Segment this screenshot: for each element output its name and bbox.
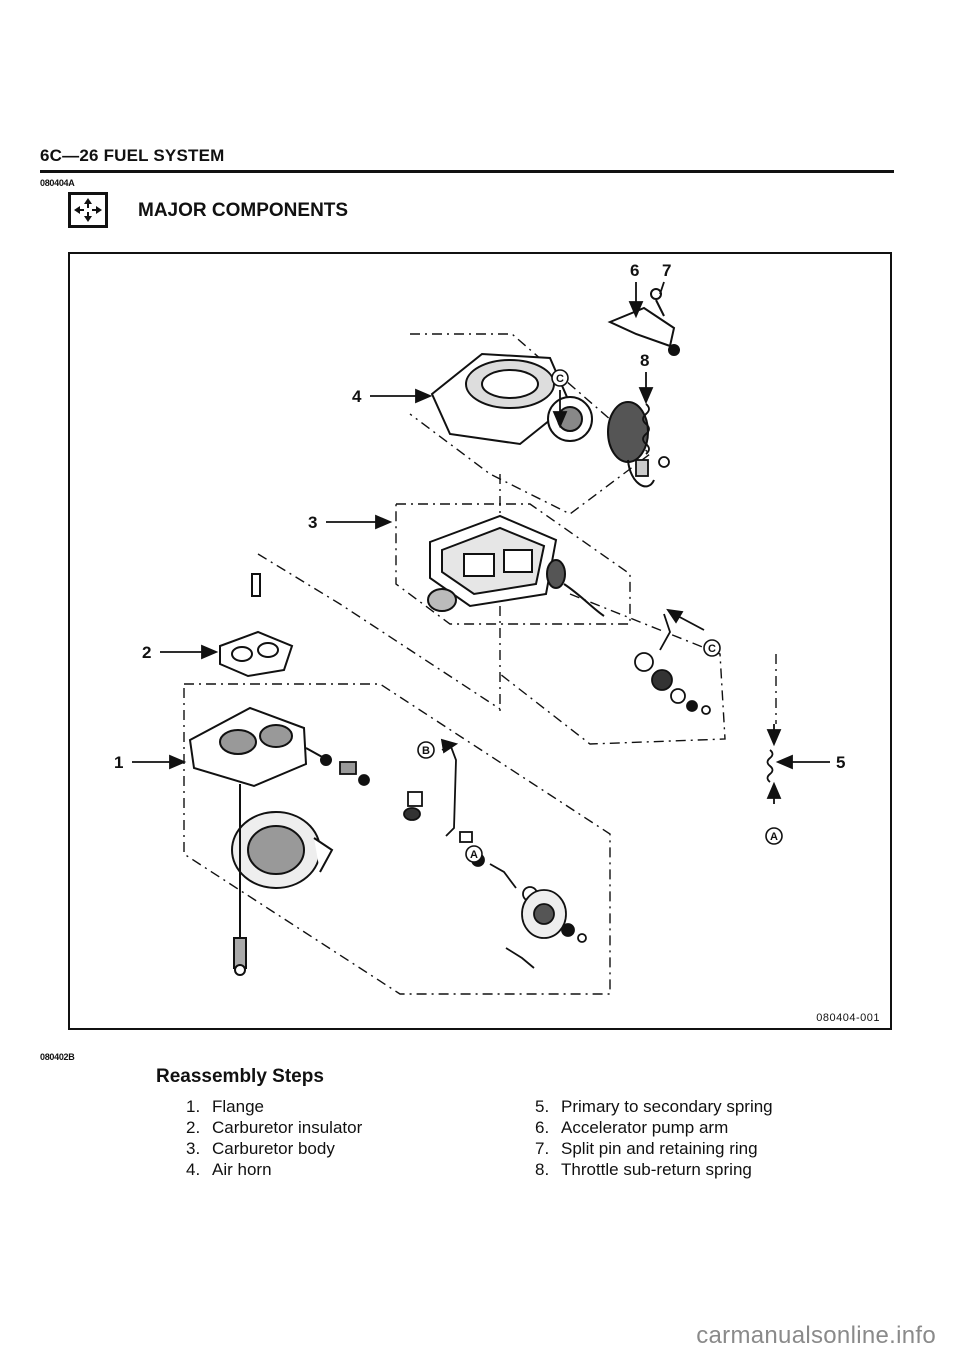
list-item: 4.Air horn [186,1160,272,1179]
diaphragm-housing-part [231,811,334,889]
callout-8: 8 [640,351,649,370]
list-item: 7.Split pin and retaining ring [535,1139,758,1158]
callout-6: 6 [630,261,639,280]
carburetor-body-part [427,514,605,617]
callout-7: 7 [662,261,671,280]
marker-b: B [422,745,430,757]
carburetor-insulator-part [219,573,294,678]
long-bolt-part [233,784,247,976]
callout-2: 2 [142,643,151,662]
marker-a-spring: A [770,831,778,843]
throttle-linkage-parts [634,613,711,715]
list-item: 1.Flange [186,1097,264,1116]
throttle-shaft-parts [339,743,587,969]
section-title: MAJOR COMPONENTS [138,200,349,221]
callout-4: 4 [352,387,362,406]
accelerator-pump-arm-part [607,288,680,356]
list-item: 8.Throttle sub-return spring [535,1160,752,1179]
list-item: 2.Carburetor insulator [186,1118,363,1137]
page-title: 6C—26 FUEL SYSTEM [40,146,225,165]
exploded-view-icon [68,192,108,228]
marker-a-shaft: A [470,849,478,861]
list-item: 5.Primary to secondary spring [535,1097,773,1116]
callout-1: 1 [114,753,123,772]
steps-code: 080402B [40,1052,75,1062]
steps-list-right: 5.Primary to secondary spring 6.Accelera… [535,1096,773,1180]
page-header: 6C—26 FUEL SYSTEM [40,146,894,173]
figure-id: 080404-001 [816,1012,880,1024]
callout-3: 3 [308,513,317,532]
primary-secondary-spring-part [766,749,774,783]
list-item: 3.Carburetor body [186,1139,335,1158]
section-code: 080404A [40,178,75,188]
air-horn-part [430,352,655,488]
steps-list-left: 1.Flange 2.Carburetor insulator 3.Carbur… [186,1096,362,1180]
steps-heading: Reassembly Steps [156,1066,324,1087]
marker-c-top: C [556,373,564,385]
exploded-diagram: 1 2 3 4 5 6 7 8 C C B A A 080404-001 [68,252,892,1030]
throttle-sub-return-spring-part [635,403,670,477]
marker-c-linkage: C [708,643,716,655]
flange-part [188,706,332,788]
list-item: 6.Accelerator pump arm [535,1118,729,1137]
watermark: carmanualsonline.info [696,1322,936,1349]
callout-5: 5 [836,753,845,772]
